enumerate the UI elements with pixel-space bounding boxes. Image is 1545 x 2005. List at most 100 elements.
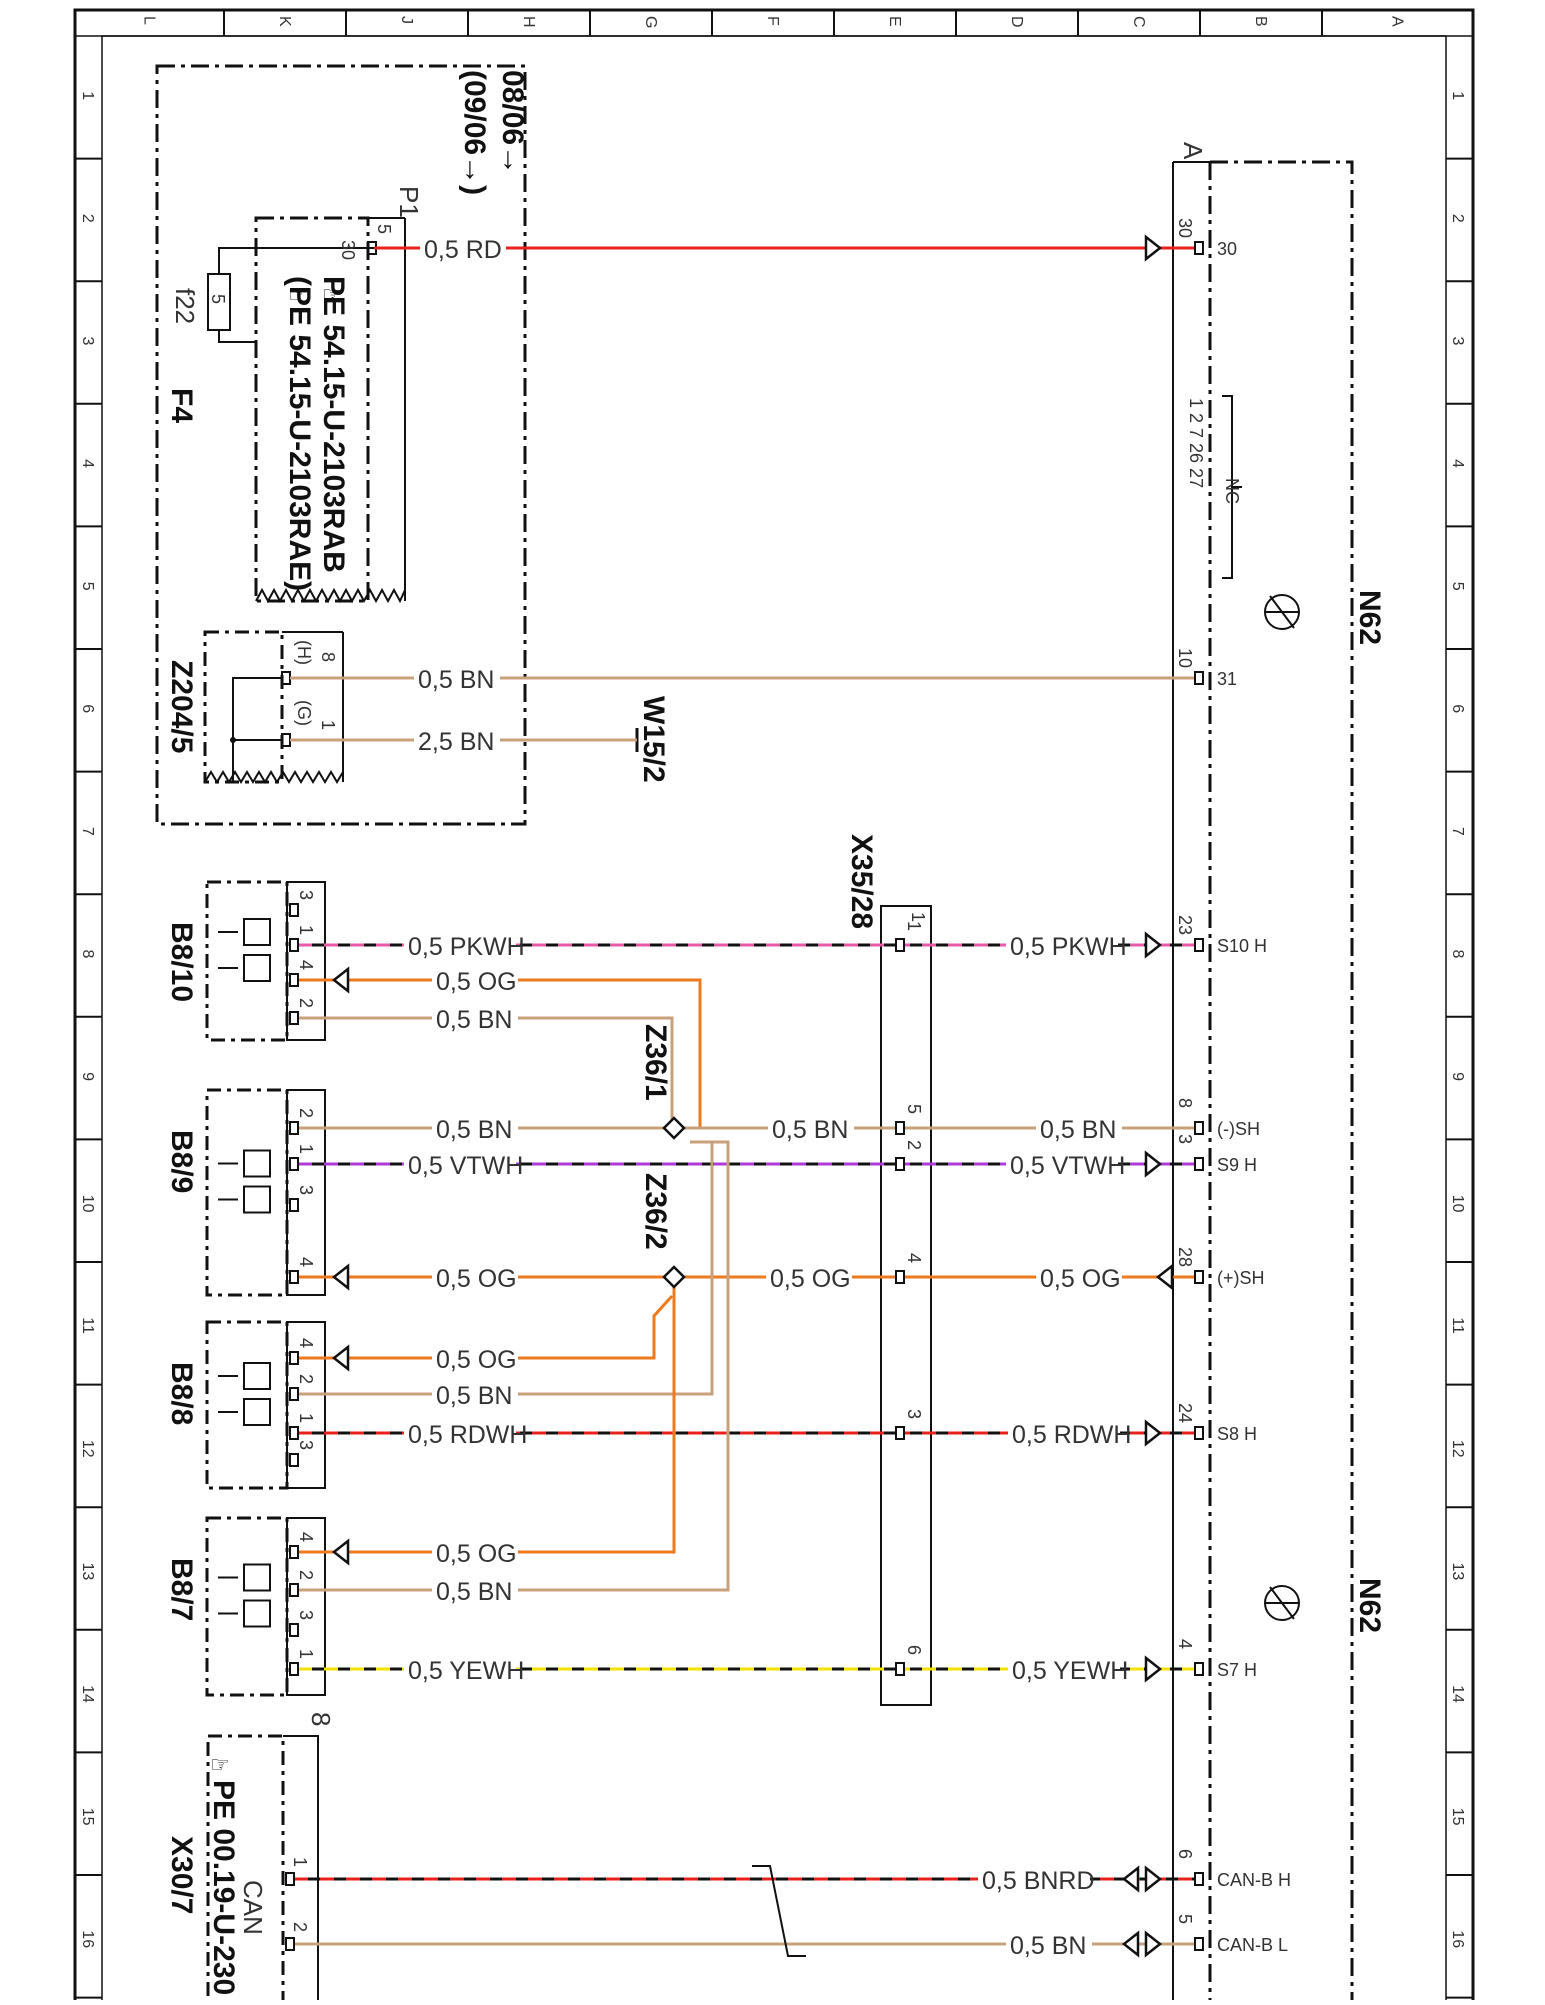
wire-label-bg	[432, 970, 518, 996]
wire-label: 0,5 BN	[436, 1382, 512, 1410]
sensor-element-icon	[243, 1563, 271, 1592]
sensor-pin-number: 4	[296, 1338, 316, 1348]
wire-label: 0,5 BN	[436, 1006, 512, 1034]
sensor-pin-number: 3	[296, 890, 316, 900]
sensor-connector	[286, 881, 326, 1041]
grid-row-label: 5	[1449, 582, 1466, 591]
grid-row-label: 14	[79, 1685, 96, 1703]
sensor-connector	[286, 1517, 326, 1696]
sensor-pin-number: 1	[296, 1649, 316, 1659]
grid-row-label: 16	[1449, 1930, 1466, 1948]
wire-label-bg	[978, 1869, 1090, 1895]
sensor-element-icon	[243, 1599, 271, 1628]
pin-socket	[289, 1387, 299, 1401]
sensor-element-icon	[243, 1362, 271, 1390]
wire-label-bg	[432, 1267, 518, 1293]
grid-row-label: 4	[79, 459, 96, 468]
grid-row-label: 3	[1449, 337, 1466, 346]
module-pin-number: 30	[1175, 218, 1195, 238]
grid-row-label: 7	[79, 827, 96, 836]
grid-row-label: 15	[79, 1808, 96, 1826]
pin-socket	[1194, 1937, 1204, 1951]
wire-label-bg	[404, 1423, 516, 1449]
ground-z204-5: Z204/5 8 (H) 1 (G)	[165, 630, 344, 784]
splice-name: Z36/2	[639, 1173, 672, 1250]
pin-socket	[289, 1121, 299, 1135]
wire-label: 0,5 RD	[424, 236, 502, 264]
sensor-pin-number: 3	[296, 1185, 316, 1195]
pin-socket	[1194, 671, 1204, 685]
wire-label-bg	[1036, 1267, 1122, 1293]
grid-column-label: B	[1252, 16, 1269, 27]
wire-label: 0,5 BN	[1040, 1116, 1116, 1144]
grid-column-label: D	[1008, 16, 1025, 28]
module-pin-number: 6	[1175, 1849, 1195, 1859]
grid-row-label: 9	[79, 1072, 96, 1081]
x30-ref: PE 00.19-U-230	[207, 1780, 240, 1995]
wire-route	[298, 1016, 674, 1128]
grid-row-label: 1	[1449, 91, 1466, 100]
sensor-housing	[205, 1088, 289, 1297]
sensor-pin-number: 2	[296, 998, 316, 1008]
wire-label-bg	[1036, 1118, 1122, 1144]
module-pin-signal: S7 H	[1217, 1660, 1257, 1680]
wire-label: 0,5 BNRD	[982, 1867, 1095, 1895]
grid-row-label: 14	[1449, 1685, 1466, 1703]
pin-socket	[1194, 1121, 1204, 1135]
pin-h-label: (H)	[294, 640, 314, 665]
x35-top-pin: 1	[908, 912, 928, 922]
sensor-name: B8/10	[165, 922, 198, 1002]
x35-pin-number: 4	[904, 1253, 924, 1263]
wire-label-bg	[414, 730, 500, 756]
nc-label: NC	[1222, 478, 1242, 504]
nc-pins: 1 2 7 26 27	[1186, 398, 1206, 488]
wire-label: 0,5 YEWH	[408, 1657, 524, 1685]
signal-arrow-icon	[331, 1263, 350, 1291]
wire-label-bg	[1008, 1659, 1120, 1685]
sensor-pin-number: 3	[296, 1440, 316, 1450]
wire-label: 0,5 BN	[418, 666, 494, 694]
x30-name: X30/7	[165, 1836, 198, 1914]
module-pin-signal: 30	[1217, 239, 1237, 259]
x30-pin-number: 2	[290, 1922, 310, 1932]
sensor-pin-number: 2	[296, 1374, 316, 1384]
splice-name: Z36/1	[639, 1024, 672, 1101]
grid-row-label: 3	[79, 337, 96, 346]
twisted-pair-icon	[752, 1865, 806, 1957]
module-pin-number: 3	[1175, 1134, 1195, 1144]
wire-label-bg	[766, 1267, 852, 1293]
wire-label: 0,5 VTWH	[408, 1152, 523, 1180]
connector-x35-28: X35/28 1	[845, 834, 932, 1706]
wire-label: 0,5 PKWH	[408, 933, 525, 961]
wire-label: 0,5 OG	[436, 968, 517, 996]
wire-label-bg	[420, 238, 506, 264]
grid-row-label: 2	[79, 214, 96, 223]
sensor-housing	[205, 1320, 289, 1490]
pin-socket	[895, 1157, 905, 1171]
pin-socket	[285, 1872, 295, 1886]
grid-column-label: C	[1130, 16, 1147, 28]
wire-label: 0,5 BN	[772, 1116, 848, 1144]
wire-group	[290, 246, 1195, 1946]
connector-p1-label: P1	[394, 186, 424, 218]
signal-arrow-icon	[1144, 1419, 1163, 1447]
sensor-housing	[205, 880, 289, 1042]
wire-label: 0,5 OG	[1040, 1265, 1121, 1293]
grid-row-label: 13	[1449, 1563, 1466, 1581]
pin-socket	[1194, 241, 1204, 255]
sensor-housing	[205, 1516, 289, 1697]
sensor-pin-number: 2	[296, 1108, 316, 1118]
pin-socket	[1194, 1662, 1204, 1676]
grid-row-label: 11	[1449, 1317, 1466, 1334]
pin-socket	[289, 1545, 299, 1559]
pin-socket	[895, 1121, 905, 1135]
pin-socket	[289, 938, 299, 952]
grid-row-label: 7	[1449, 827, 1466, 836]
wire-label-bg	[1006, 935, 1118, 961]
wire-label-bg	[414, 668, 500, 694]
sensor-pin-number: 1	[296, 1413, 316, 1423]
